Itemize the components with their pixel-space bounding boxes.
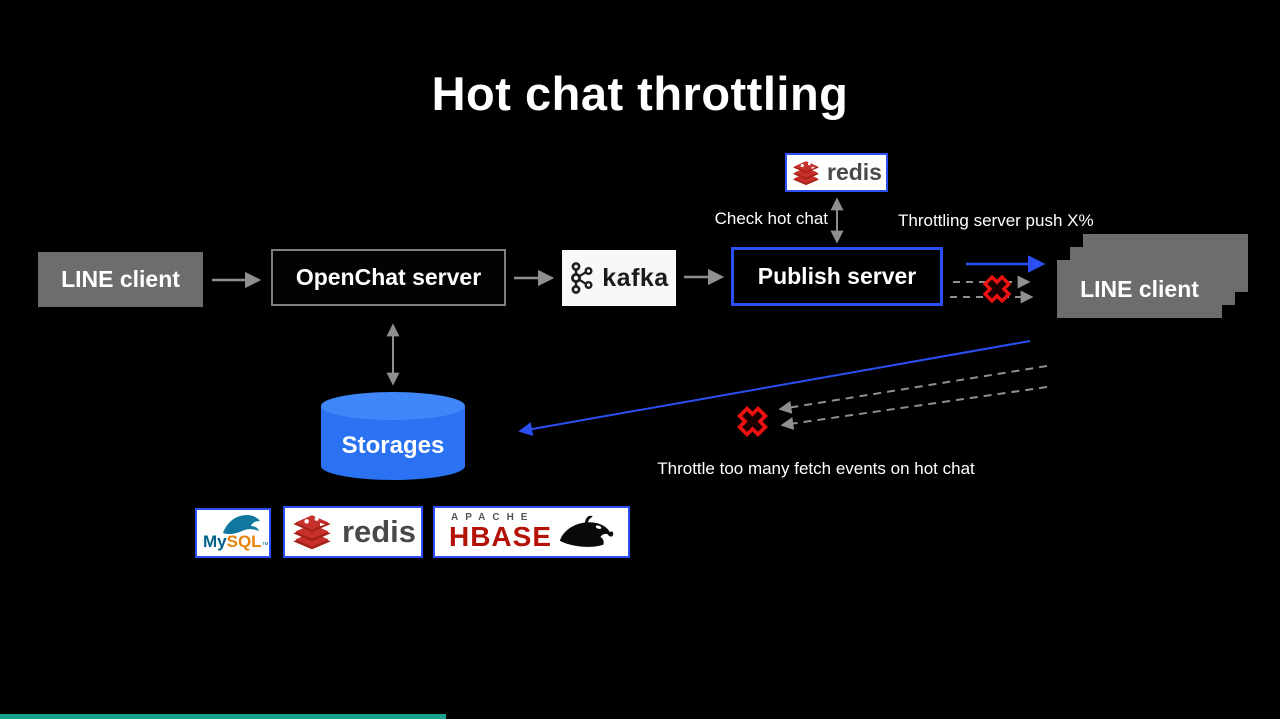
redis-wordmark: redis <box>341 514 417 549</box>
kafka-label: kafka <box>602 263 669 292</box>
redis-icon <box>791 159 821 187</box>
kafka-box: kafka <box>562 250 676 306</box>
blocked-x-icon <box>733 402 772 441</box>
blocked-x-icon <box>979 271 1015 307</box>
footer-accent-bar <box>0 714 446 719</box>
mysql-wordmark: MySQL™ <box>203 532 269 551</box>
hbase-wordmark: APACHE HBASE <box>448 512 552 552</box>
throttle-fetch-label: Throttle too many fetch events on hot ch… <box>657 459 975 478</box>
publish-server-box: Publish server <box>731 247 943 306</box>
throttling-push-label: Throttling server push X% <box>898 211 1094 230</box>
redis-label: redis <box>827 159 882 185</box>
redis-logo-box: redis <box>283 506 423 558</box>
openchat-server-label: OpenChat server <box>295 264 482 290</box>
arrow-fetch-blocked-2 <box>780 386 1048 430</box>
arrow-fetch-blocked-1 <box>778 365 1048 414</box>
mysql-logo-box: MySQL™ <box>195 508 271 558</box>
hbase-orca-icon <box>559 515 614 547</box>
line-client-stack-front: LINE client <box>1057 260 1222 318</box>
storages-label: Storages <box>341 432 445 459</box>
mysql-dolphin-icon <box>223 515 260 535</box>
kafka-icon <box>569 261 595 295</box>
redis-cache-box: redis <box>785 153 888 192</box>
hbase-logo-box: APACHE HBASE <box>433 506 630 558</box>
database-cylinder-icon <box>321 392 465 480</box>
line-client-label: LINE client <box>61 266 180 292</box>
slide-title: Hot chat throttling <box>431 67 849 120</box>
redis-icon <box>290 512 334 552</box>
arrow-lineclient-fetch-to-storages <box>518 340 1031 436</box>
publish-server-label: Publish server <box>757 263 917 289</box>
check-hot-chat-label: Check hot chat <box>714 209 828 228</box>
line-client-box: LINE client <box>38 252 203 307</box>
openchat-server-box: OpenChat server <box>271 249 506 306</box>
line-client-label: LINE client <box>1080 275 1199 302</box>
